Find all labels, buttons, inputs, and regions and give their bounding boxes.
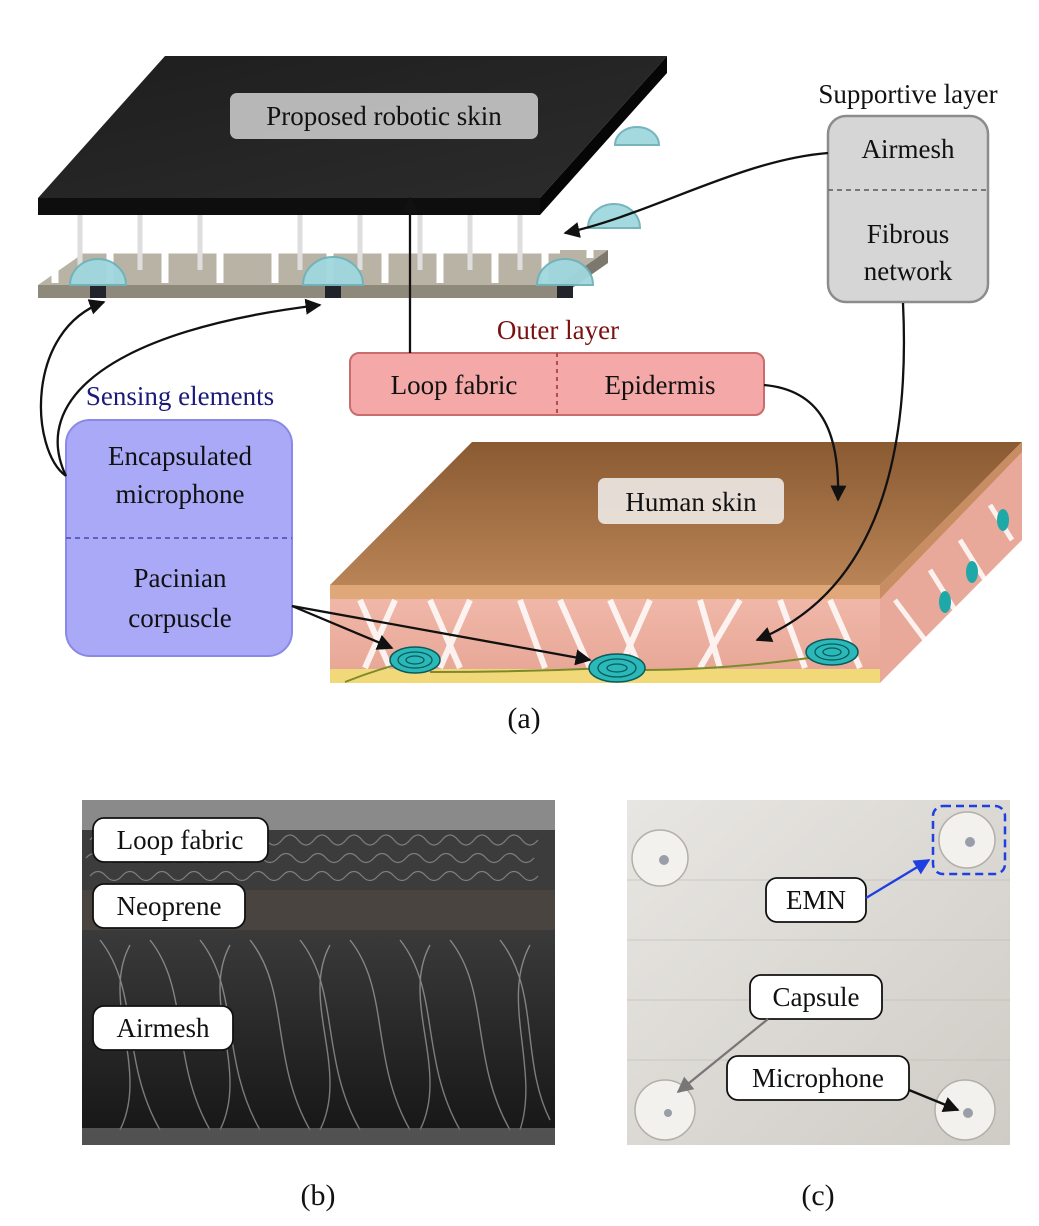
supportive-airmesh-label: Airmesh [862,134,955,164]
panel-c-microphone-label: Microphone [752,1063,884,1093]
outer-layer-title: Outer layer [497,315,619,345]
pacinian-corpuscle-1 [389,646,441,674]
outer-epidermis-label: Epidermis [605,370,716,400]
pacinian-corpuscle-3 [805,638,859,666]
panel-c-capsule-label: Capsule [773,982,860,1012]
outer-loop-fabric-label: Loop fabric [391,370,518,400]
supportive-layer-title: Supportive layer [818,79,997,109]
sensing-corpuscle-label: corpuscle [128,603,231,633]
sensing-encapsulated-label: Encapsulated [108,441,252,471]
panel-b-airmesh-label: Airmesh [117,1013,210,1043]
caption-b: (b) [301,1179,336,1212]
panel-c-label-boxes [726,877,910,1101]
panel-c-emn-label: EMN [786,885,846,915]
sensing-elements-title: Sensing elements [86,381,274,411]
panel-b-neoprene-label: Neoprene [117,891,222,921]
emn-highlight-box [931,804,1007,876]
outer-layer-box [349,352,765,416]
robotic-skin-illustration [38,56,667,298]
sensing-pacinian-label: Pacinian [134,563,227,593]
supportive-network-label: network [864,256,953,286]
panel-c-arrows [676,859,960,1112]
human-skin-label: Human skin [625,487,757,517]
panel-b-loop-fabric-label: Loop fabric [117,825,244,855]
supportive-fibrous-label: Fibrous [867,219,950,249]
panel-b-label-boxes [92,817,269,1051]
caption-a: (a) [507,702,540,735]
supportive-layer-box [826,114,990,304]
sensing-elements-box [65,419,293,657]
caption-c: (c) [801,1179,834,1212]
pacinian-corpuscle-2 [588,653,646,683]
robotic-skin-label: Proposed robotic skin [266,101,502,131]
panel-a-arrows [39,151,906,666]
sensing-microphone-label: microphone [116,479,245,509]
